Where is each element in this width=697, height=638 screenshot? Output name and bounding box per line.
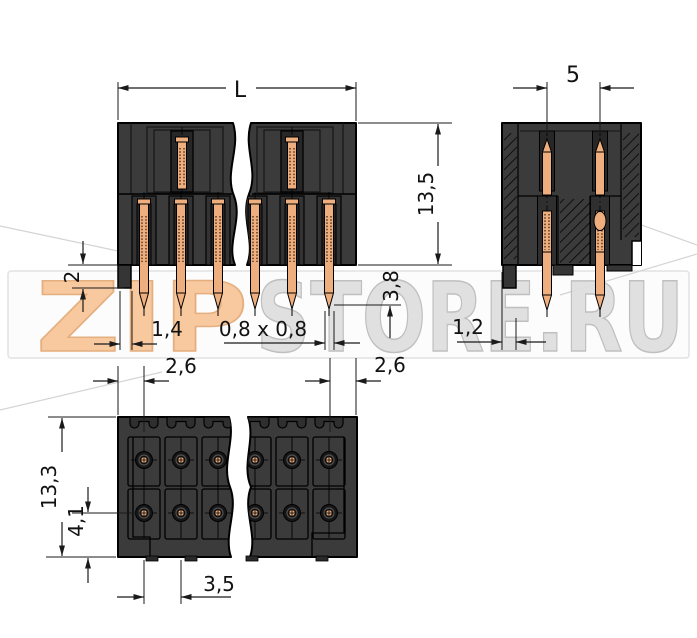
side-hatch-middle <box>560 199 590 263</box>
dim-label-foot-width: 1,4 <box>151 317 183 341</box>
bottom-step-right <box>311 437 345 556</box>
bottom-body-left-block <box>117 416 234 558</box>
dim-pin-pitch: 3,5 <box>117 560 235 604</box>
front-upper-pin <box>174 126 190 195</box>
dim-foot-width: 1,4 <box>94 291 183 350</box>
bottom-body-right-block <box>246 416 358 558</box>
side-step-cutout <box>632 241 641 265</box>
dim-label-leg-width: 1,2 <box>452 315 484 339</box>
dim-length-L: L <box>117 78 357 121</box>
dim-label-edge-to-first-pin: 2,6 <box>165 354 197 378</box>
bottom-edge-tabs <box>145 555 329 562</box>
watermark-swoosh-line <box>0 371 163 411</box>
watermark-swoosh-line <box>559 253 697 296</box>
side-hatch-right <box>623 133 639 237</box>
side-pin <box>541 127 553 318</box>
dim-label-pin-pitch: 3,5 <box>203 572 235 596</box>
side-bottom-tab <box>552 264 574 276</box>
dim-leg-width: 1,2 <box>452 272 546 350</box>
front-body-details <box>119 123 355 265</box>
dim-foot-height: 2 <box>60 241 124 312</box>
watermark-text: ZIP STORE.RU <box>36 262 684 374</box>
side-pin-contact-bulge <box>593 211 607 231</box>
dim-label-pin-row-to-edge: 4,1 <box>64 505 88 537</box>
front-upper-pin <box>284 126 300 195</box>
front-mounting-foot <box>117 264 132 289</box>
dim-pin-cross-section: 0,8 x 0,8 <box>219 311 360 350</box>
side-bottom-tab <box>606 264 633 272</box>
dim-total-depth: 13,3 <box>37 416 116 558</box>
side-view: 5 1,2 <box>452 63 642 350</box>
side-hatch-left <box>504 133 517 259</box>
dim-pin-protrusion: 3,8 <box>334 270 403 338</box>
dim-label-foot-height: 2 <box>60 271 84 284</box>
bottom-view: 2,6 2,6 13,3 4,1 <box>37 353 406 604</box>
bottom-step-left <box>132 437 151 556</box>
dim-label-body-height: 13,5 <box>414 172 438 217</box>
dim-body-height: 13,5 <box>358 122 452 266</box>
dim-label-pin-protrusion: 3,8 <box>379 270 403 302</box>
dim-edge-to-first-pin: 2,6 <box>93 354 197 432</box>
dim-pin-row-spacing: 5 <box>513 63 634 133</box>
dim-label-pin-row-spacing: 5 <box>566 63 580 88</box>
dim-last-pin-to-edge: 2,6 <box>305 353 406 432</box>
dim-label-pin-cross-section: 0,8 x 0,8 <box>219 317 307 341</box>
dim-label-length: L <box>234 78 247 103</box>
front-view: L 13,5 3,8 2 1,4 <box>60 78 452 350</box>
dim-label-total-depth: 13,3 <box>37 465 61 510</box>
dim-label-last-pin-to-edge: 2,6 <box>374 353 406 377</box>
dim-pin-row-to-edge: 4,1 <box>64 487 144 583</box>
side-mounting-leg <box>502 264 517 289</box>
